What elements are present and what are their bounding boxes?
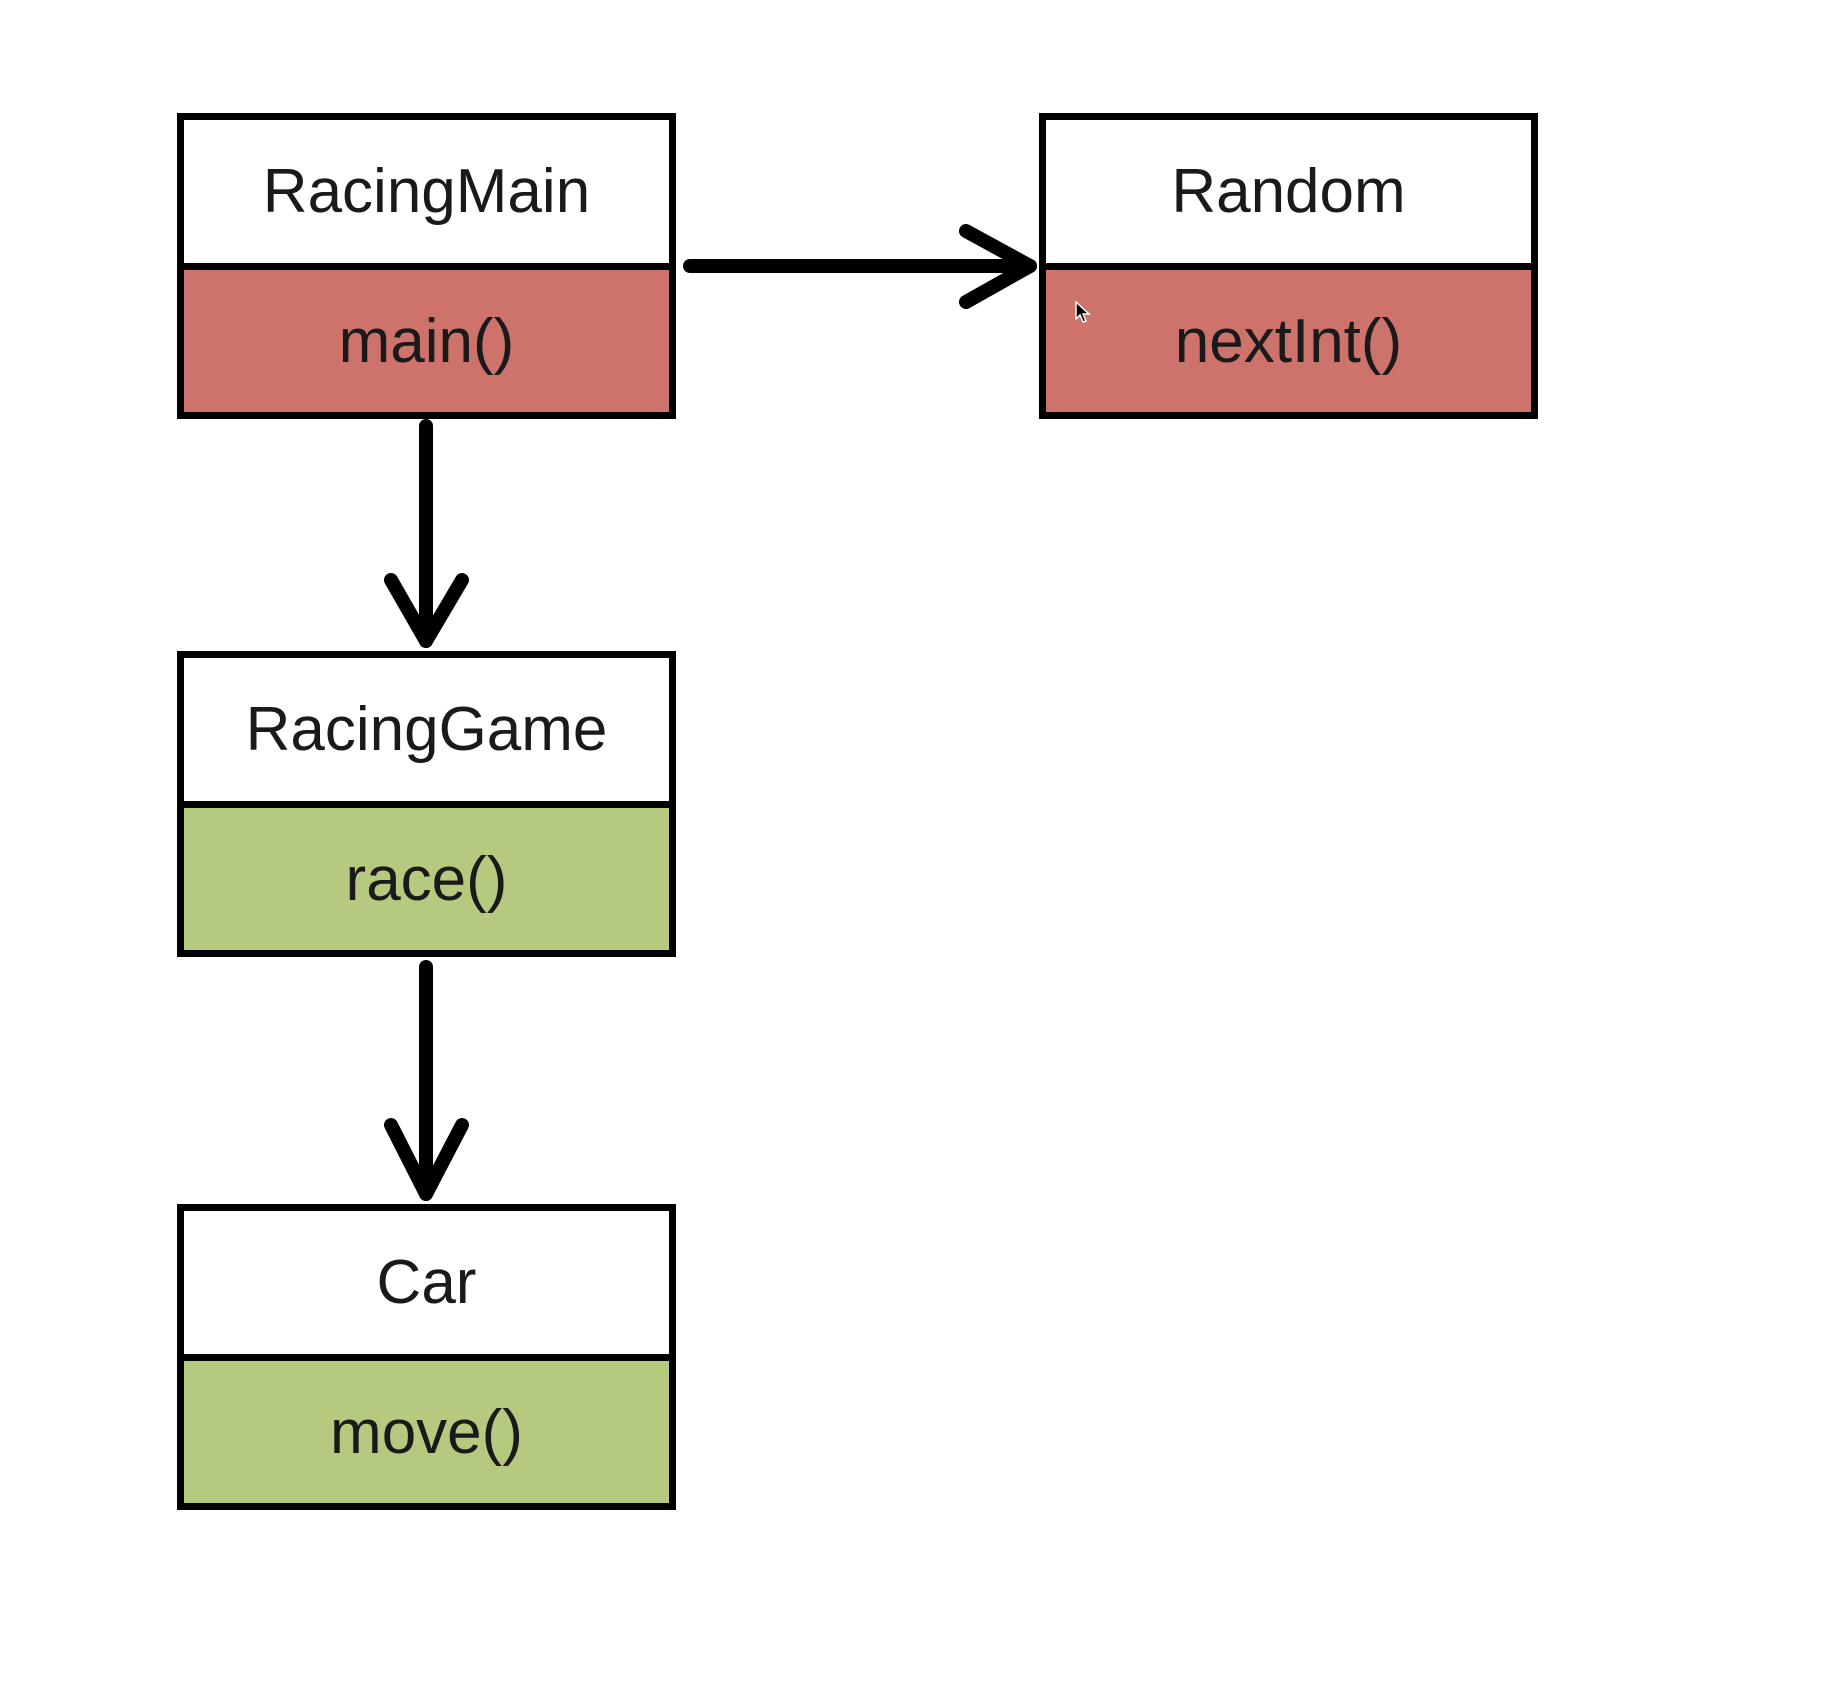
class-name-racingmain: RacingMain bbox=[184, 120, 669, 270]
arrow-racingmain-to-random bbox=[683, 224, 1037, 309]
class-name-car: Car bbox=[184, 1211, 669, 1361]
arrow-racingmain-to-racinggame bbox=[384, 419, 469, 648]
class-name-racinggame: RacingGame bbox=[184, 658, 669, 808]
class-box-racinggame: RacingGame race() bbox=[177, 651, 676, 957]
class-name-random: Random bbox=[1046, 120, 1531, 270]
method-move: move() bbox=[184, 1361, 669, 1503]
class-box-racingmain: RacingMain main() bbox=[177, 113, 676, 419]
class-box-car: Car move() bbox=[177, 1204, 676, 1510]
class-box-random: Random nextInt() bbox=[1039, 113, 1538, 419]
arrow-racinggame-to-car bbox=[384, 960, 469, 1201]
method-nextint: nextInt() bbox=[1046, 270, 1531, 412]
mouse-pointer-icon bbox=[1075, 301, 1091, 323]
method-main: main() bbox=[184, 270, 669, 412]
method-race: race() bbox=[184, 808, 669, 950]
